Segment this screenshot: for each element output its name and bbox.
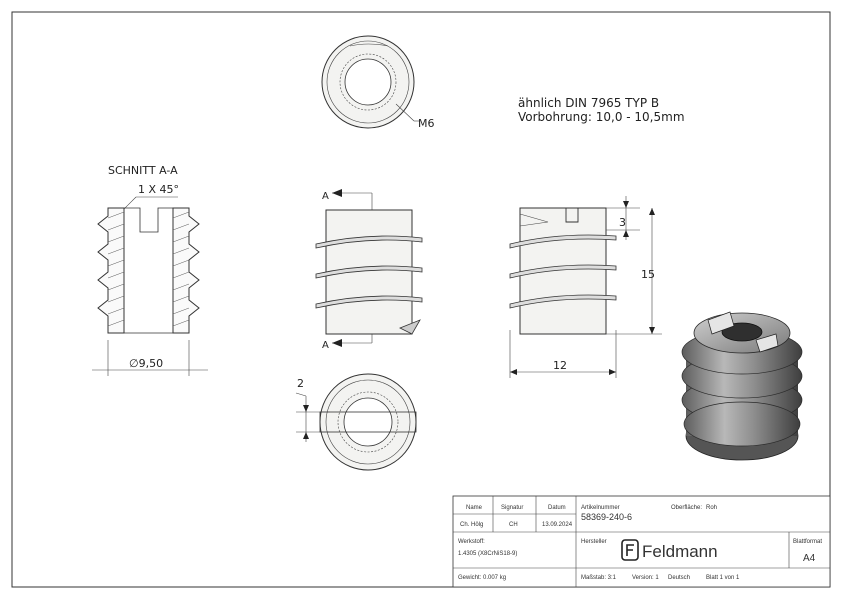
author-date: 13.09.2024 <box>542 522 573 528</box>
header-date: Datum <box>548 505 566 511</box>
section-mark-bottom: A <box>322 340 329 351</box>
article-number: 58369-240-6 <box>581 512 632 522</box>
sheet-border <box>11 11 831 588</box>
author-signature: CH <box>509 522 518 528</box>
sheet-number: Blatt 1 von 1 <box>706 575 740 581</box>
thread-label: M6 <box>418 117 435 130</box>
manufacturer-label: Hersteller <box>581 539 607 545</box>
language: Deutsch <box>668 575 690 581</box>
length-label: 15 <box>641 268 655 281</box>
header-name: Name <box>466 505 483 511</box>
sheet-format-label: Blattformat <box>793 539 822 545</box>
version: Version: 1 <box>632 575 659 581</box>
isometric-render <box>681 311 803 461</box>
material-value: 1.4305 (X8CrNiS18-9) <box>458 551 517 557</box>
note-din: ähnlich DIN 7965 TYP B <box>518 96 659 110</box>
section-view: SCHNITT A-A 1 X 45° ∅9,50 <box>92 164 208 376</box>
top-view: M6 <box>321 35 435 130</box>
front-view: A A <box>315 189 423 351</box>
brand-name: Feldmann <box>642 542 718 561</box>
surface-value: Roh <box>706 505 717 511</box>
thread-leader <box>395 103 415 122</box>
section-wall-left <box>97 207 125 334</box>
surface-label: Oberfläche: <box>671 505 702 511</box>
title-block: Name Signatur Datum Ch. Hölg CH 13.09.20… <box>452 495 831 588</box>
note-pre-drill: Vorbohrung: 10,0 - 10,5mm <box>518 110 685 124</box>
side-view: 3 15 12 <box>509 196 662 378</box>
slot-width-label: 2 <box>297 377 304 390</box>
material-label: Werkstoff: <box>458 539 485 545</box>
article-number-label: Artikelnummer <box>581 505 620 511</box>
width-label: 12 <box>553 359 567 372</box>
section-title: SCHNITT A-A <box>108 164 178 177</box>
header-signature: Signatur <box>501 505 523 511</box>
slot-depth-label: 3 <box>619 216 626 229</box>
diameter-label: ∅9,50 <box>129 357 163 370</box>
section-wall-right <box>172 207 200 334</box>
scale: Maßstab: 3:1 <box>581 575 617 581</box>
weight: Gewicht: 0.007 kg <box>458 575 506 581</box>
chamfer-label: 1 X 45° <box>138 183 179 196</box>
section-mark-top: A <box>322 191 329 202</box>
bottom-view: 2 <box>295 373 417 471</box>
feldmann-logo-icon <box>621 539 639 561</box>
sheet-format: A4 <box>803 553 816 564</box>
author-name: Ch. Hölg <box>460 522 483 528</box>
